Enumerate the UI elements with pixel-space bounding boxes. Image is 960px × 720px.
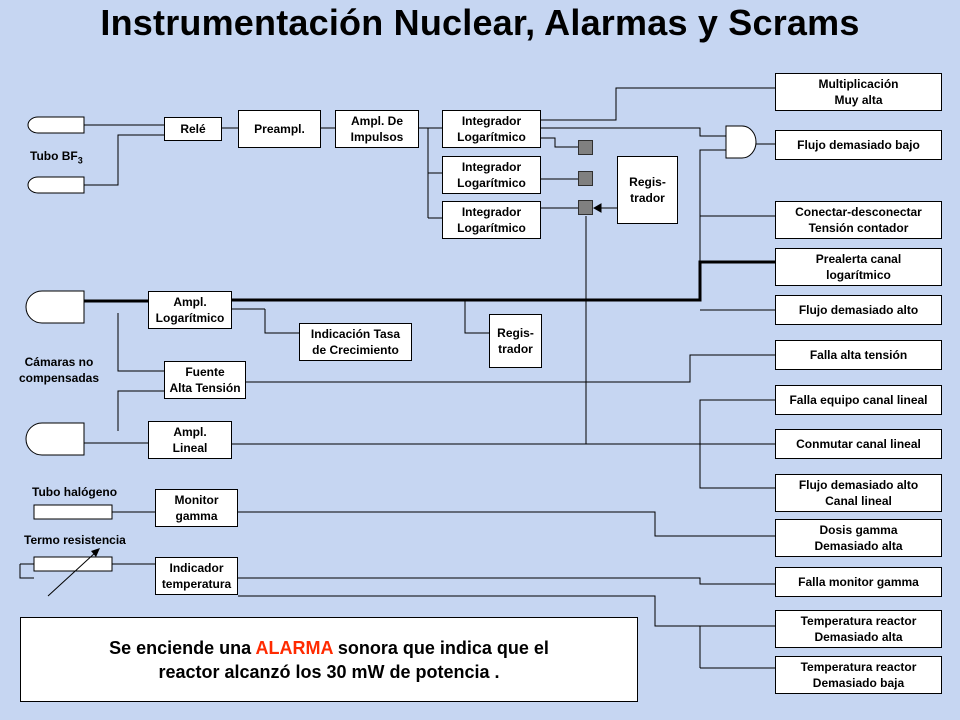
indicacion-tasa-box: Indicación Tasa de Crecimiento <box>299 323 412 361</box>
monitor-gamma-box: Monitor gamma <box>155 489 238 527</box>
alarm-box-9: Dosis gamma Demasiado alta <box>775 519 942 557</box>
tubo-halogeno-label: Tubo halógeno <box>32 485 118 499</box>
ampl-impulsos-box: Ampl. De Impulsos <box>335 110 419 148</box>
alarm-box-7: Conmutar canal lineal <box>775 429 942 459</box>
alarm-box-0: Multiplicación Muy alta <box>775 73 942 111</box>
thermo-resistance <box>33 556 113 572</box>
rele-box: Relé <box>164 117 222 141</box>
bf3-tube-top <box>27 116 85 134</box>
alarm-box-12: Temperatura reactor Demasiado baja <box>775 656 942 694</box>
and-gate <box>725 125 757 159</box>
alarm-box-6: Falla equipo canal lineal <box>775 385 942 415</box>
indicator-square-3 <box>578 200 593 215</box>
alarm-box-5: Falla alta tensión <box>775 340 942 370</box>
integrador-box-2: Integrador Logarítmico <box>442 156 541 194</box>
alarm-box-1: Flujo demasiado bajo <box>775 130 942 160</box>
fuente-alta-tension-box: Fuente Alta Tensión <box>164 361 246 399</box>
bf3-tube-bottom <box>27 176 85 194</box>
note-alarm-word: ALARMA <box>255 637 333 658</box>
registrador-box-1: Regis- trador <box>617 156 678 224</box>
tubo-bf3-label: Tubo BF3 <box>30 149 83 166</box>
integrador-box-1: Integrador Logarítmico <box>442 110 541 148</box>
page-title: Instrumentación Nuclear, Alarmas y Scram… <box>100 2 860 43</box>
registrador-box-2: Regis- trador <box>489 314 542 368</box>
indicator-square-1 <box>578 140 593 155</box>
camaras-label: Cámaras no compensadas <box>18 355 100 385</box>
alarm-box-8: Flujo demasiado alto Canal lineal <box>775 474 942 512</box>
alarm-box-3: Prealerta canal logarítmico <box>775 248 942 286</box>
alarm-box-2: Conectar-desconectar Tensión contador <box>775 201 942 239</box>
alarm-box-4: Flujo demasiado alto <box>775 295 942 325</box>
chamber-top <box>25 290 85 324</box>
indicador-temperatura-box: Indicador temperatura <box>155 557 238 595</box>
termo-resistencia-label: Termo resistencia <box>24 533 126 547</box>
ampl-lineal-box: Ampl. Lineal <box>148 421 232 459</box>
integrador-box-3: Integrador Logarítmico <box>442 201 541 239</box>
chamber-bottom <box>25 422 85 456</box>
ampl-logaritmico-box: Ampl. Logarítmico <box>148 291 232 329</box>
indicator-square-2 <box>578 171 593 186</box>
note-text-before: Se enciende una <box>109 637 256 658</box>
halogen-tube <box>33 504 113 520</box>
alarm-note: Se enciende una ALARMA sonora que indica… <box>20 617 638 702</box>
alarm-box-10: Falla monitor gamma <box>775 567 942 597</box>
note-text-after: sonora que indica que el reactor alcanzó… <box>158 637 549 682</box>
alarm-box-11: Temperatura reactor Demasiado alta <box>775 610 942 648</box>
preampl-box: Preampl. <box>238 110 321 148</box>
